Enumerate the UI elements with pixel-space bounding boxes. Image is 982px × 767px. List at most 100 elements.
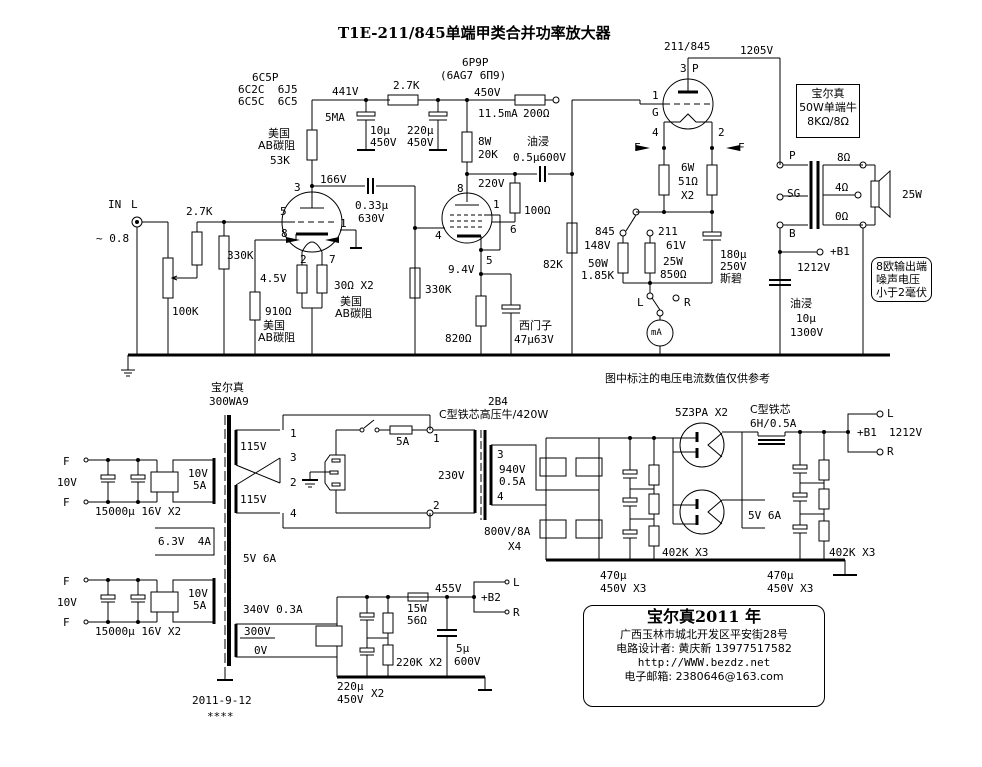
b1-output-label: +B1 bbox=[857, 426, 877, 439]
res-bank-1: 402K X3 bbox=[662, 546, 709, 559]
drawing-date: 2011-9-12 bbox=[192, 694, 252, 707]
cathode-voltage-1: 4.5V bbox=[260, 272, 287, 285]
pin-label: 3 bbox=[680, 62, 687, 75]
brand-label: AB碳阻 bbox=[258, 139, 296, 152]
coupling-cap-1-value: 0.33μ bbox=[355, 199, 389, 212]
cap-bank-2-value: 470μ bbox=[767, 569, 794, 582]
choke-type: C型铁芯 bbox=[750, 403, 791, 416]
coupling-cap-2-type: 油浸 bbox=[527, 135, 549, 148]
opt-impedance: 8KΩ/8Ω bbox=[807, 115, 849, 128]
pin-label: 4 bbox=[435, 229, 442, 242]
speaker-power: 25W bbox=[902, 188, 922, 201]
speaker bbox=[870, 180, 880, 208]
decoupling-cap1-value: 10μ bbox=[370, 124, 390, 137]
grid-resistor-3 bbox=[566, 222, 578, 254]
hvtx-description: C型铁芯高压牛/420W bbox=[439, 408, 549, 421]
tube-6p9p bbox=[441, 192, 493, 244]
decoupling-cap1-voltage: 450V bbox=[370, 136, 397, 149]
filament-resistors-3-power: 6W bbox=[681, 161, 695, 174]
dropping-resistor bbox=[514, 94, 546, 106]
input-level: ~ 0.8 bbox=[96, 232, 130, 245]
bias-resistor-211 bbox=[644, 242, 656, 274]
brand-label: AB碳阻 bbox=[258, 331, 296, 344]
opt-tap-8ohm: 8Ω bbox=[837, 151, 851, 164]
pin-label: 2 bbox=[300, 253, 307, 266]
dropping-resistor-value: 200Ω bbox=[523, 107, 550, 120]
heater2-voltage: 10V bbox=[57, 596, 77, 609]
ptx-6v3-winding: 6.3V 4A bbox=[158, 535, 211, 548]
b2-caps-count: X2 bbox=[371, 687, 385, 700]
disclaimer-note: 图中标注的电压电流数值仅供参考 bbox=[605, 372, 770, 385]
plate-resistor-1-value: 53K bbox=[270, 154, 290, 167]
tube1-equiv-2: 6C5C 6C5 bbox=[238, 95, 298, 108]
noise-note-line: 噪声电压 bbox=[876, 273, 920, 286]
plate-voltage-3: 1205V bbox=[740, 44, 774, 57]
tube2-model: 6P9P bbox=[462, 56, 489, 69]
supply-441v: 441V bbox=[332, 85, 359, 98]
opt-tap-0ohm: 0Ω bbox=[835, 210, 849, 223]
b2-dropping-resistor bbox=[407, 592, 429, 602]
heater1-caps: 15000μ 16V X2 bbox=[95, 505, 182, 518]
opt-spec: 50W单端牛 bbox=[799, 101, 857, 114]
tube3-model: 211/845 bbox=[664, 40, 711, 53]
b2-output-label: +B2 bbox=[481, 591, 501, 604]
cap-bank-1-value: 470μ bbox=[600, 569, 627, 582]
ptx-primary-b: 115V bbox=[240, 493, 267, 506]
pin-label: 1 bbox=[652, 89, 659, 102]
pin-label: 7 bbox=[329, 253, 336, 266]
plate-resistor-1 bbox=[306, 129, 318, 161]
bridge-rectifier-2 bbox=[150, 591, 179, 613]
pin-label: 5 bbox=[280, 205, 287, 218]
b1-output-r: R bbox=[887, 445, 894, 458]
b2-caps-value: 220μ bbox=[337, 680, 364, 693]
opt-tap-p: P bbox=[789, 149, 796, 162]
b2-bleeders: 220K X2 bbox=[396, 656, 443, 669]
supply-450v: 450V bbox=[474, 86, 501, 99]
ptx-model: 300WA9 bbox=[209, 395, 249, 408]
pin-label: 1 bbox=[290, 427, 297, 440]
coupling-cap-2-value: 0.5μ600V bbox=[513, 151, 566, 164]
schematic-title: T1E-211/845单端甲类合并功率放大器 bbox=[338, 24, 611, 42]
tube2-equiv: (6AG7 6Π9) bbox=[440, 69, 507, 82]
noise-note-line: 8欧输出端 bbox=[876, 260, 927, 273]
cathode-cap-3-value: 180μ bbox=[720, 248, 747, 261]
heater2-caps: 15000μ 16V X2 bbox=[95, 625, 182, 638]
pin-label: 1 bbox=[493, 198, 500, 211]
decoupling-resistor bbox=[387, 94, 419, 106]
b2-output-r: R bbox=[513, 606, 520, 619]
grid-resistor-3-value: 82K bbox=[543, 258, 563, 271]
cathode-cap-3-brand: 斯碧 bbox=[720, 272, 742, 285]
credits-email[interactable]: 电子邮箱: 2380646@163.com bbox=[624, 670, 784, 683]
b2-cap-value: 5μ bbox=[456, 642, 470, 655]
bias-211-voltage: 61V bbox=[666, 239, 686, 252]
res-bank-2: 402K X3 bbox=[829, 546, 876, 559]
heater1-winding: 10V bbox=[188, 467, 208, 480]
tube1-equiv-1: 6C2C 6J5 bbox=[238, 83, 298, 96]
credits-designer: 电路设计者: 黄庆新 13977517582 bbox=[616, 642, 792, 655]
b2-resistor-value: 56Ω bbox=[407, 614, 427, 627]
milliammeter-label: mA bbox=[651, 328, 662, 338]
b2-output-l: L bbox=[513, 576, 520, 589]
noise-note: 8欧输出端 噪声电压 小于2毫伏 bbox=[871, 257, 932, 302]
plate-voltage-2: 220V bbox=[478, 177, 505, 190]
pin-label: 4 bbox=[290, 507, 297, 520]
bridge-spec: 800V/8A bbox=[484, 525, 531, 538]
pin-label: 4 bbox=[497, 490, 504, 503]
input-channel: L bbox=[131, 198, 138, 211]
screen-resistor bbox=[509, 182, 521, 214]
choke-value: 6H/0.5A bbox=[750, 417, 797, 430]
hvtx-secondary-current: 0.5A bbox=[499, 475, 526, 488]
heater1-f-top: F bbox=[63, 455, 70, 468]
cap-bank-1-voltage: 450V X3 bbox=[600, 582, 647, 595]
cathode-resistor-1 bbox=[249, 291, 261, 321]
b2-cap-voltage: 600V bbox=[454, 655, 481, 668]
hvtx-primary-voltage: 230V bbox=[438, 469, 465, 482]
b2-resistor-power: 15W bbox=[407, 602, 427, 615]
input-label: IN bbox=[108, 198, 122, 211]
opt-cap-type: 油浸 bbox=[790, 297, 812, 310]
credits-website[interactable]: http://WWW.bezdz.net bbox=[637, 656, 771, 669]
cap-bank-2-voltage: 450V X3 bbox=[767, 582, 814, 595]
filament-label-left: F bbox=[634, 141, 641, 154]
bias-211-power: 25W bbox=[663, 255, 683, 268]
